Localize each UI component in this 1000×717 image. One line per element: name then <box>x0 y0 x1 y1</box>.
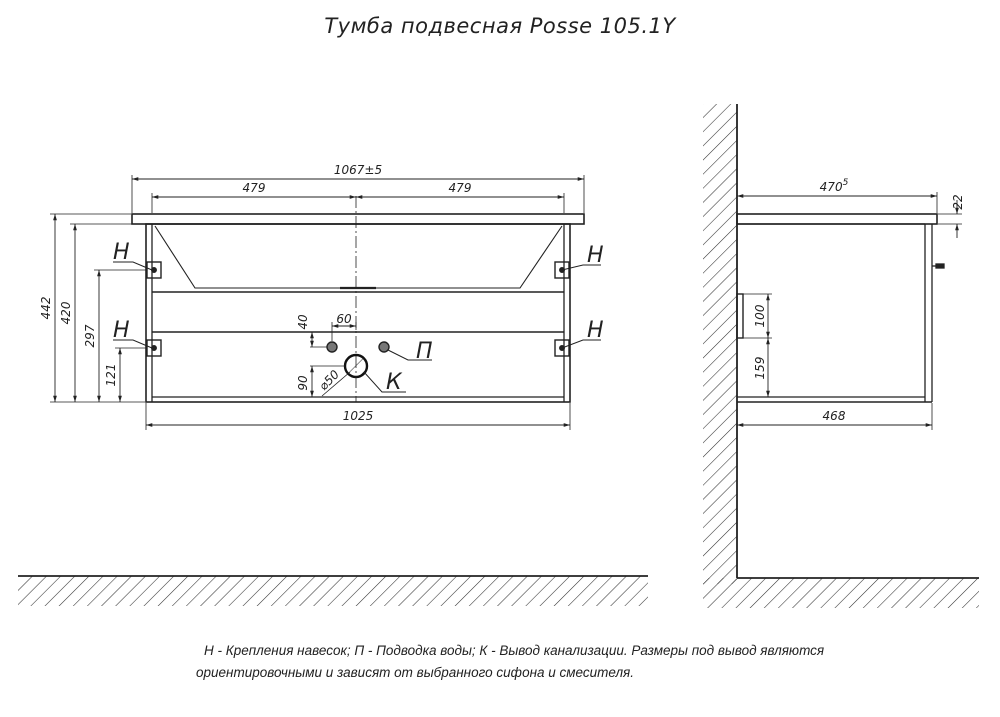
wall-drain-outlet <box>736 293 744 339</box>
mount-left-upper <box>146 261 162 279</box>
water-pipe-left <box>326 341 338 353</box>
legend: Н - Крепления навесок; П - Подводка воды… <box>196 640 956 684</box>
dim-upper-mount: 297 <box>83 324 97 347</box>
label-water-supply: П <box>416 339 433 364</box>
label-mount-right-lower: Н <box>587 318 604 343</box>
label-mount-left-lower: Н <box>113 318 130 343</box>
dim-pipe-vertical: 40 <box>296 314 310 330</box>
dim-drain-diameter: ⌀50 <box>316 367 342 393</box>
front-countertop <box>131 213 585 225</box>
front-view-labels: 1067±5 479 479 1025 442 420 297 121 40 6… <box>39 163 604 423</box>
drawer-handle <box>935 263 945 269</box>
dim-body-width: 1025 <box>343 409 374 423</box>
dim-right-half: 479 <box>449 181 472 195</box>
mount-left-lower <box>146 339 162 357</box>
dim-body-height: 420 <box>59 301 73 324</box>
side-view <box>703 104 979 608</box>
side-countertop <box>736 213 938 225</box>
dim-total-width: 1067±5 <box>334 163 382 177</box>
mount-right-lower <box>554 339 570 357</box>
drawing-title: Тумба подвесная Posse 105.1Y <box>324 14 676 38</box>
front-sink-basin <box>154 225 563 289</box>
dim-top-depth: 4705 <box>820 178 849 194</box>
label-drain: К <box>386 370 403 395</box>
dim-drain-height: 90 <box>296 375 310 391</box>
dim-total-height: 442 <box>39 297 53 320</box>
label-mount-left-upper: Н <box>113 240 130 265</box>
mount-right-upper <box>554 261 570 279</box>
dim-left-half: 479 <box>243 181 266 195</box>
dim-drawer-height: 100 <box>753 304 767 327</box>
legend-line-1: Н - Крепления навесок; П - Подводка воды… <box>204 643 825 658</box>
label-mount-right-upper: Н <box>587 243 604 268</box>
dim-lower-mount: 121 <box>104 364 118 387</box>
dim-drawer-offset: 159 <box>753 357 767 380</box>
water-pipe-right <box>378 341 390 353</box>
dim-body-depth: 468 <box>823 409 846 423</box>
dim-top-thickness: 22 <box>951 194 965 209</box>
side-floor <box>703 578 979 608</box>
front-floor <box>18 575 648 606</box>
front-cabinet-body <box>145 223 571 403</box>
dim-pipe-spacing: 60 <box>336 312 352 326</box>
legend-line-2: ориентировочными и зависят от выбранного… <box>196 665 635 680</box>
wall <box>703 104 737 584</box>
front-view <box>50 175 601 430</box>
side-view-labels: 4705 22 468 100 159 <box>753 178 965 423</box>
